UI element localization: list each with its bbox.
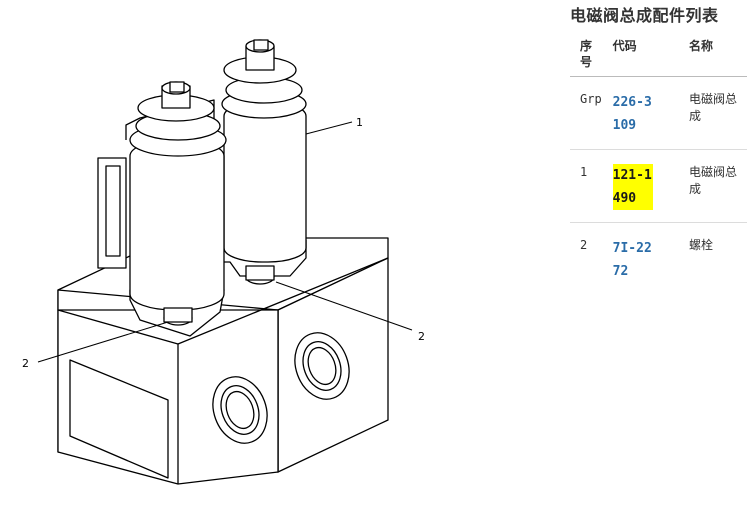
solenoid-right <box>217 39 307 285</box>
part-code-link[interactable]: 121-1490 <box>612 164 653 210</box>
header-name: 名称 <box>678 28 747 77</box>
leader-line-1 <box>305 121 353 135</box>
port-left <box>212 376 268 444</box>
header-seq: 序号 <box>570 28 603 77</box>
connector-housing <box>97 99 215 269</box>
table-row: Grp 226-3109 电磁阀总成 <box>570 76 747 150</box>
row-name: 螺栓 <box>678 222 747 295</box>
parts-diagram: 1 2 2 <box>22 39 425 485</box>
part-code-link[interactable]: 7I-2272 <box>612 241 652 279</box>
callout-2-left: 2 <box>22 357 29 370</box>
row-code-cell: 121-1490 <box>602 149 679 223</box>
table-header-row: 序号 代码 名称 <box>570 28 747 77</box>
callout-2-right: 2 <box>418 330 425 343</box>
row-seq: 2 <box>570 222 603 295</box>
parts-table: 序号 代码 名称 Grp 226-3109 电磁阀总成 1 121-1490 电… <box>570 28 747 295</box>
header-code: 代码 <box>602 28 679 77</box>
row-name: 电磁阀总成 <box>678 149 747 223</box>
table-row: 1 121-1490 电磁阀总成 <box>570 149 747 223</box>
callout-1: 1 <box>356 116 363 129</box>
row-code-cell: 7I-2272 <box>602 222 679 295</box>
row-seq: Grp <box>570 76 603 150</box>
leader-line-2-right <box>275 281 413 331</box>
row-code-cell: 226-3109 <box>602 76 679 150</box>
port-right <box>294 332 350 400</box>
solenoid-left <box>129 81 227 337</box>
part-code-link[interactable]: 226-3109 <box>612 95 652 133</box>
row-seq: 1 <box>570 149 603 223</box>
parts-list-title: 电磁阀总成配件列表 <box>570 6 719 25</box>
parts-list-panel: 电磁阀总成配件列表 序号 代码 名称 Grp 226-3109 电磁阀总成 1 … <box>570 0 747 514</box>
leader-line-2-left <box>37 321 169 363</box>
row-name: 电磁阀总成 <box>678 76 747 150</box>
table-row: 2 7I-2272 螺栓 <box>570 222 747 295</box>
